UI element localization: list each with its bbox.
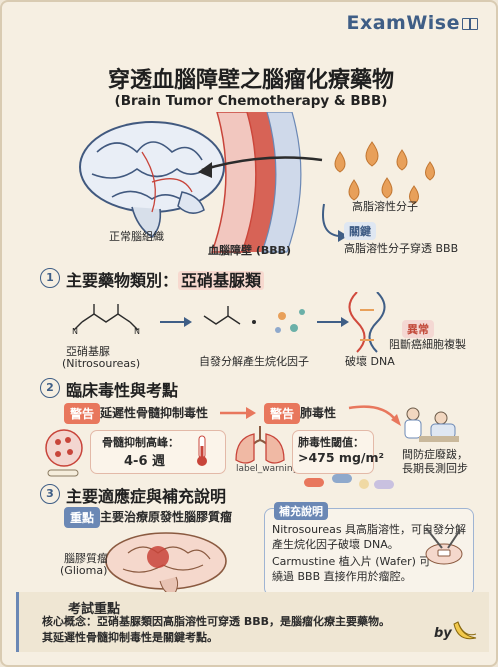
drug-name-en: (Nitrosoureas) [62, 357, 141, 370]
arrow-right-icon-2 [341, 317, 349, 327]
bbb-label: 血腦障壁 (BBB) [208, 244, 292, 257]
dna-icon [348, 292, 386, 353]
lung-value: >475 mg/m² [298, 450, 384, 465]
key-text: 高脂溶性分子穿透 BBB [344, 242, 459, 255]
page-subtitle: (Brain Tumor Chemotherapy & BBB) [114, 93, 388, 109]
lung-box [292, 430, 374, 474]
bbb-wall-icon [210, 112, 302, 253]
marrow-text: 骨髓抑制高峰： [102, 436, 179, 449]
supplement-line-1: Nitrosoureas 具高脂溶性，可自發分解 [272, 523, 467, 536]
glioma-label: 腦膠質瘤 [64, 552, 108, 565]
molecule-label: 高脂溶性分子 [352, 200, 418, 213]
section3-title: 主要適應症與補充說明 [66, 487, 227, 506]
section2-number: 2 [40, 378, 60, 398]
section1-title-highlight: 亞硝基脲類 [178, 271, 265, 290]
decomp-label: 自發分解產生烷化因子 [199, 355, 309, 368]
arrow-right-icon [184, 317, 192, 327]
section3-number: 3 [40, 484, 60, 504]
curved-arrow-icon [348, 405, 401, 426]
brain-label: 正常腦組織 [109, 230, 164, 243]
lung-caption: label_warning [236, 464, 299, 474]
molecule-structure-icon [73, 304, 139, 331]
brand-logo: ExamWise [346, 12, 478, 34]
warning-tag-2: 警告 [264, 403, 301, 424]
surgery-icon [425, 527, 463, 565]
exam-line-2: 其延遲性骨髓抑制毒性是關鍵考點。 [42, 631, 218, 644]
doctor-patient-icon [404, 407, 459, 442]
supplement-line-2: 產生烷化因子破壞 DNA。 [272, 538, 399, 551]
brain-icon [79, 121, 225, 239]
hero-illustration [79, 112, 435, 253]
section2-title: 臨床毒性與考點 [66, 381, 179, 400]
section1-title-prefix: 主要藥物類別： [66, 271, 179, 290]
marrow-value: 4-6 週 [124, 454, 166, 469]
droplet-icons [334, 141, 435, 205]
glioma-brain-icon [105, 532, 227, 596]
arrow-right-icon-3 [220, 407, 256, 419]
section1-diagram: N N [72, 292, 386, 353]
pills-icon [304, 474, 394, 489]
brand-text: ExamWise [346, 12, 460, 34]
page-title: 穿透血腦障壁之腦瘤化療藥物 [107, 68, 394, 93]
section1-number: 1 [40, 268, 60, 288]
section1-title: 主要藥物類別：亞硝基脲類 [66, 267, 265, 291]
lung-text: 肺毒性閾值： [298, 436, 364, 449]
thermometer-icon [197, 435, 207, 466]
warning-text-1: 延遲性骨髓抑制毒性 [100, 406, 209, 420]
supplement-line-3: Carmustine 植入片 (Wafer) 可 [272, 555, 431, 568]
dna-label: 破壞 DNA [345, 355, 395, 368]
glioma-en: (Glioma) [60, 564, 108, 577]
svg-text:N: N [72, 327, 78, 336]
svg-text:N: N [134, 327, 140, 336]
warning-tag-1: 警告 [64, 403, 101, 424]
warning-text-2: 肺毒性 [300, 406, 337, 420]
exam-line-1: 核心概念：亞硝基脲類因高脂溶性可穿透 BBB，是腦瘤化療主要藥物。 [42, 615, 390, 628]
bone-marrow-icon [45, 429, 83, 477]
supplement-tag: 補充說明 [274, 502, 328, 520]
exam-title: 考試重點 [68, 602, 121, 617]
arrow-icon [201, 156, 323, 172]
abnormal-tag: 異常 [402, 320, 434, 338]
fibrosis-text-2: 長期長測回步 [402, 462, 468, 475]
key-point-tag: 重點 [64, 507, 101, 528]
exam-box [16, 592, 489, 652]
key-point-text: 主要治療原發性腦膠質瘤 [100, 510, 233, 524]
drug-name: 亞硝基脲 [66, 345, 110, 358]
book-icon [462, 17, 478, 30]
lungs-icon [235, 426, 285, 464]
banana-icon [453, 621, 477, 640]
abnormal-text: 阻斷癌細胞複製 [389, 338, 466, 351]
fibrosis-text-1: 間防症廢跋， [402, 448, 468, 461]
supplement-line-4: 繞過 BBB 直接作用於瘤腔。 [272, 570, 412, 583]
by-text: by [434, 626, 452, 641]
key-tag: 關鍵 [344, 222, 376, 240]
